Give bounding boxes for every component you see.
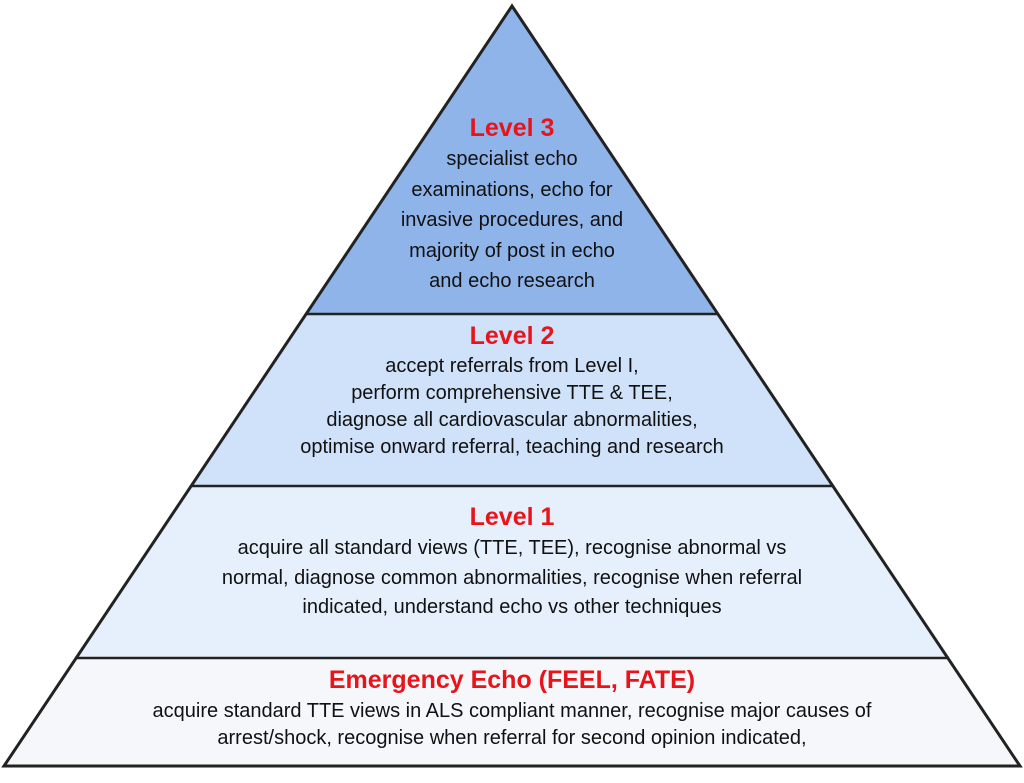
- tier-emergency: Emergency Echo (FEEL, FATE) acquire stan…: [40, 662, 984, 752]
- tier-level3-shape: [306, 6, 718, 314]
- tier-emergency-description: acquire standard TTE views in ALS compli…: [152, 700, 872, 749]
- tier-level1-description: acquire all standard views (TTE, TEE), r…: [221, 537, 803, 618]
- tier-level1-title: Level 1: [469, 503, 555, 531]
- pyramid-outline: [1, 3, 1023, 768]
- tier-level3-title: Level 3: [469, 114, 555, 142]
- tier-level2-title: Level 2: [469, 322, 555, 350]
- tier-level3-description: specialist echo examinations, echo for i…: [400, 148, 624, 292]
- tier-level2: Level 2 accept referrals from Level I, p…: [230, 320, 794, 461]
- tier-level2-shape: [190, 314, 834, 486]
- tier-level2-description: accept referrals from Level I, perform c…: [300, 355, 724, 458]
- tier-emergency-shape: [4, 658, 1020, 766]
- tier-level1: Level 1 acquire all standard views (TTE,…: [130, 500, 894, 623]
- tier-level1-shape: [75, 486, 949, 658]
- tier-emergency-title: Emergency Echo (FEEL, FATE): [328, 666, 696, 694]
- tier-level3: Level 3 specialist echo examinations, ec…: [360, 112, 664, 297]
